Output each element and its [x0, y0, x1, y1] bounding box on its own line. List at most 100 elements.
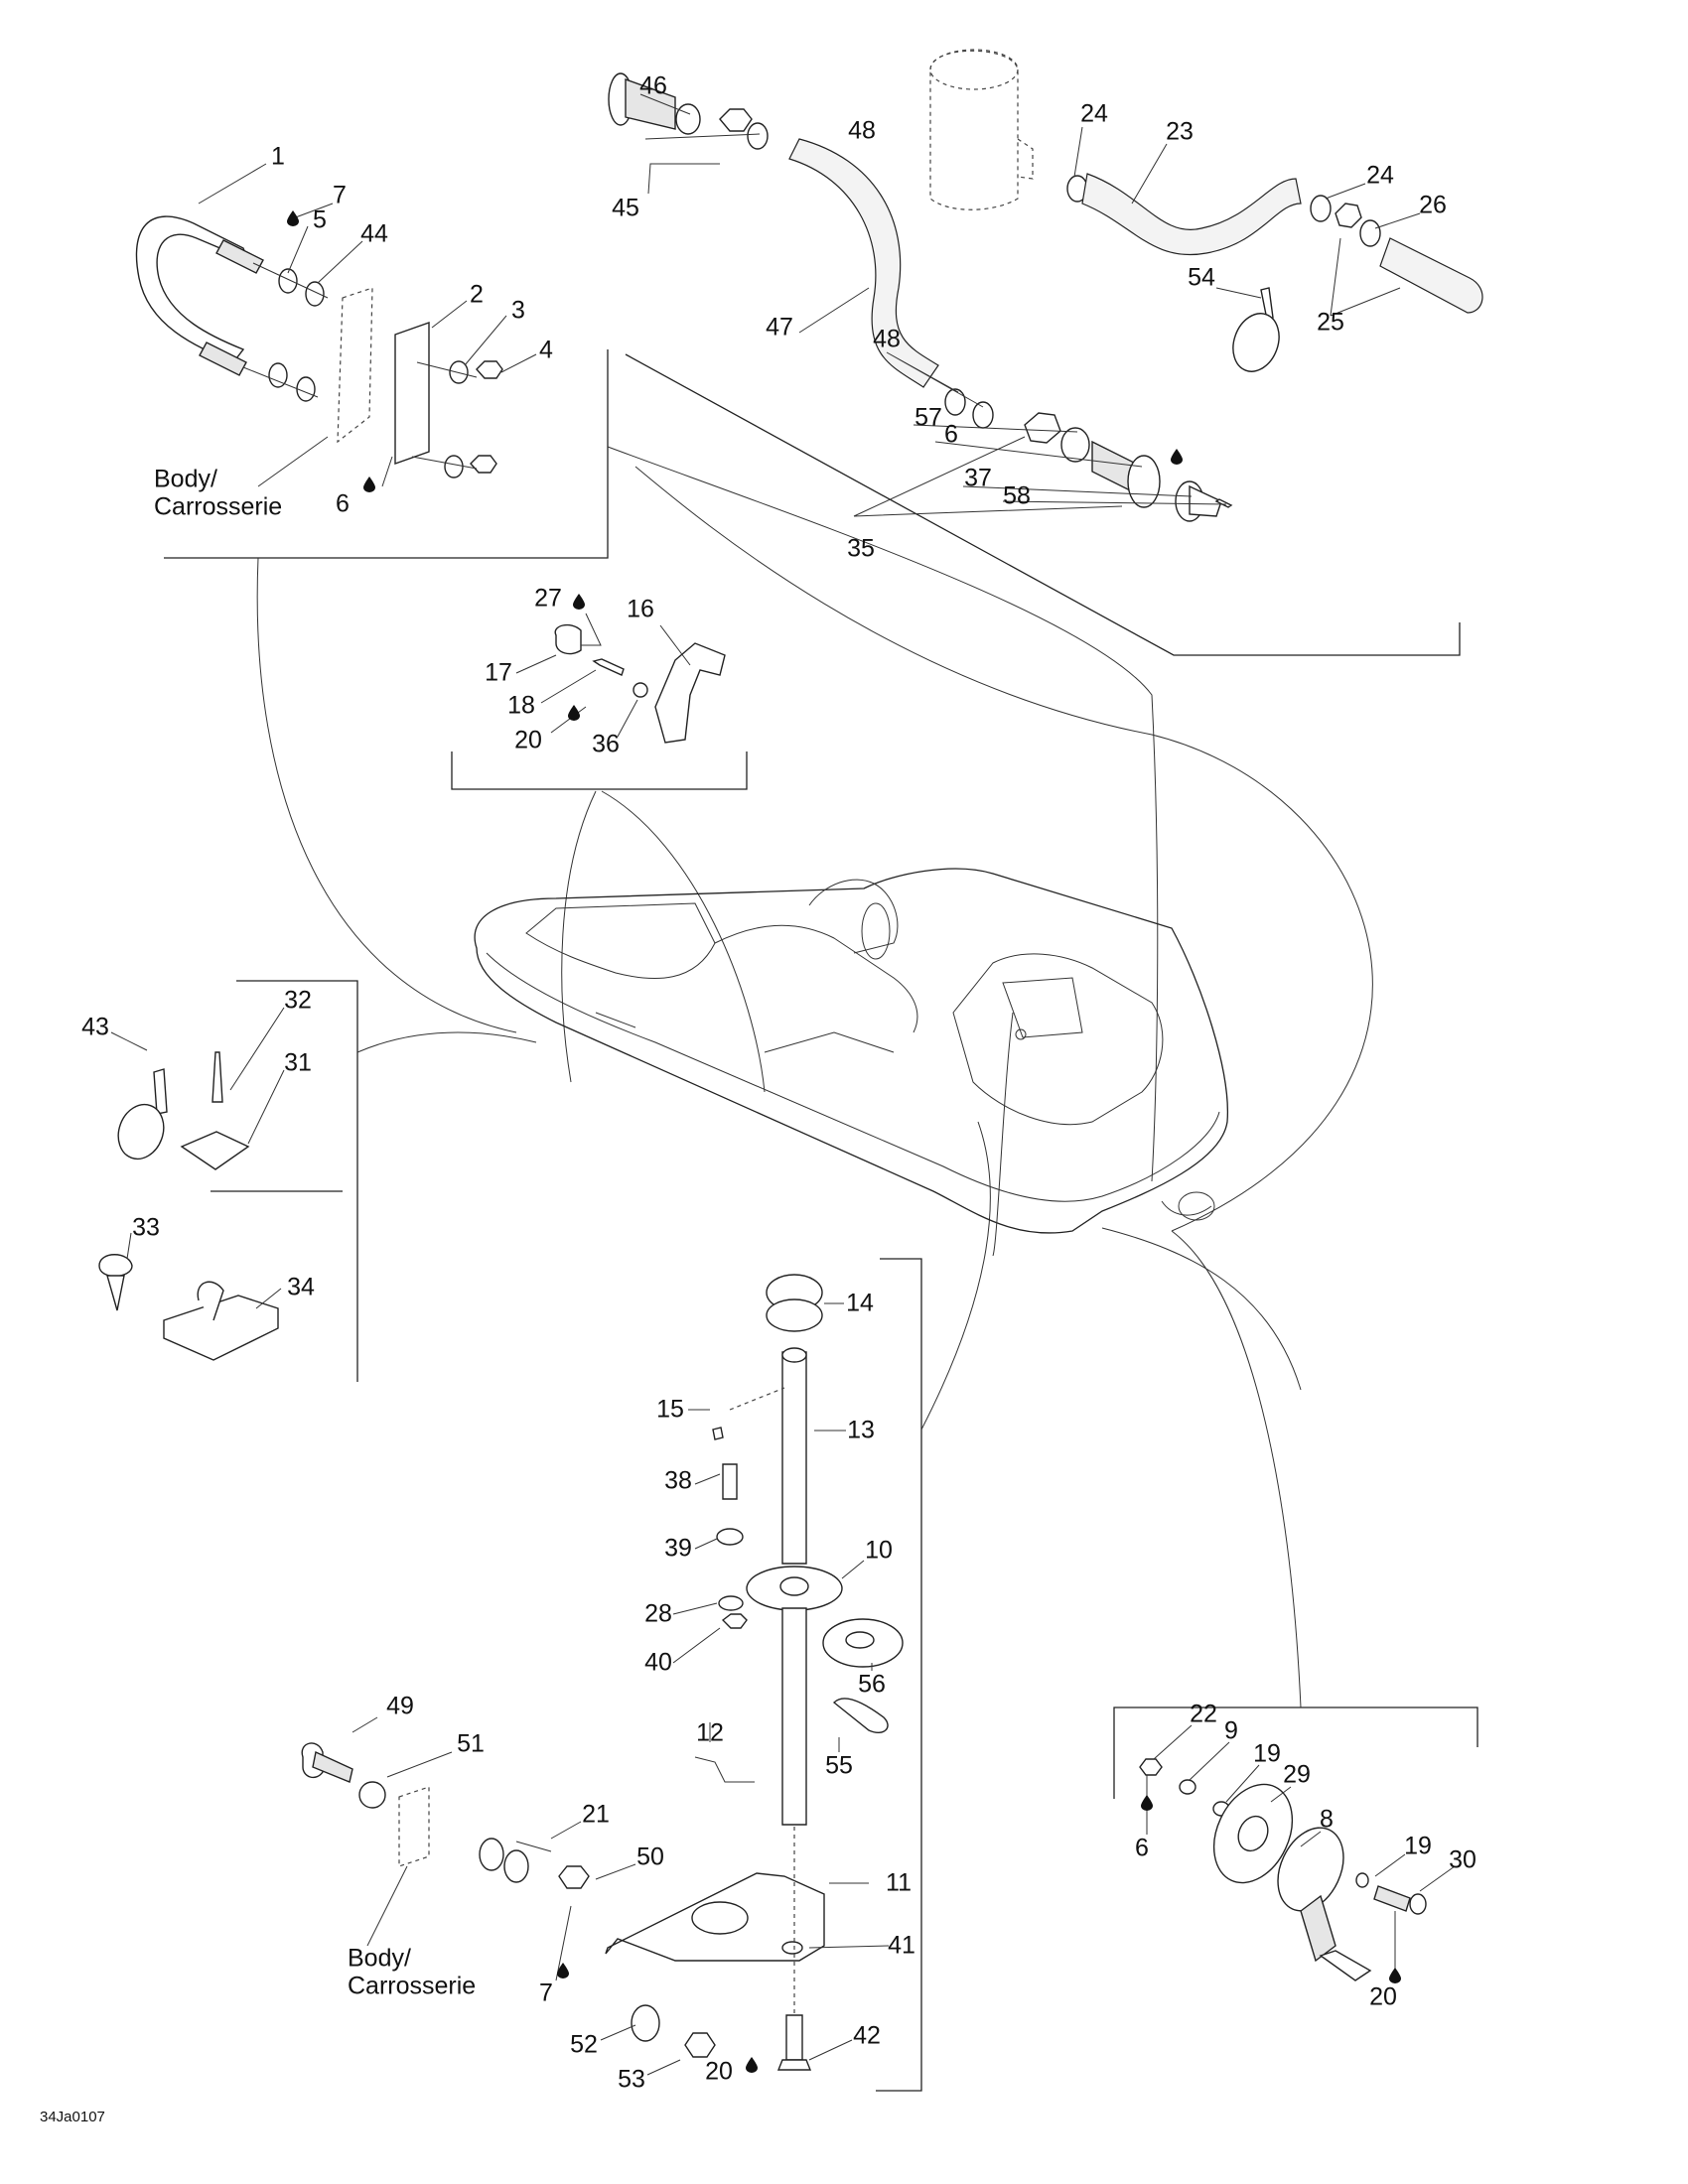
- callout-52: 52: [570, 2030, 598, 2059]
- callout-29: 29: [1283, 1760, 1311, 1789]
- callout-45: 45: [612, 194, 639, 222]
- leaders-fasteners: [110, 1007, 285, 1309]
- droplet-icon: [363, 477, 375, 492]
- boat-hull-illustration: [474, 868, 1229, 1234]
- callout-43: 43: [81, 1013, 109, 1041]
- callout-55: 55: [825, 1751, 853, 1780]
- callout-57: 57: [914, 403, 942, 432]
- callout-58: 58: [1003, 481, 1031, 510]
- callout-30: 30: [1449, 1845, 1477, 1874]
- callout-18: 18: [507, 691, 535, 720]
- callout-6: 6: [336, 489, 350, 518]
- u-bolt-assembly: [135, 215, 503, 478]
- callout-2: 2: [470, 280, 484, 309]
- leaders-hook: [515, 613, 691, 738]
- callout-15: 15: [656, 1395, 684, 1424]
- callout-3: 3: [511, 296, 525, 325]
- hook-assembly: [554, 623, 726, 744]
- callout-34: 34: [287, 1273, 315, 1301]
- leader-lines-boat: [992, 1012, 1302, 1391]
- callout-14: 14: [846, 1289, 874, 1317]
- body-label-bottom: Body/: [348, 1944, 411, 1973]
- callout-9: 9: [1224, 1716, 1238, 1745]
- bilge-hose-assembly: [608, 49, 1483, 522]
- callout-8: 8: [1320, 1805, 1334, 1834]
- callout-42: 42: [853, 2021, 881, 2050]
- callout-27: 27: [534, 584, 562, 613]
- callout-6-hose: 6: [944, 420, 958, 449]
- callout-13: 13: [847, 1416, 875, 1444]
- body-label-bottom-fr: Carrosserie: [348, 1972, 477, 2000]
- callout-36: 36: [592, 730, 620, 758]
- callout-17: 17: [485, 658, 512, 687]
- callout-20: 20: [514, 726, 542, 754]
- callout-53: 53: [618, 2065, 645, 2094]
- callout-32: 32: [284, 986, 312, 1015]
- body-label-top-fr: Carrosserie: [154, 492, 283, 521]
- fasteners-assembly: [98, 1051, 279, 1361]
- droplet-icon: [573, 594, 585, 610]
- group-bracket-tow-eye: [164, 349, 609, 1033]
- callout-22: 22: [1190, 1700, 1217, 1728]
- droplet-icon: [557, 1963, 569, 1979]
- callout-6-drain: 6: [1135, 1834, 1149, 1862]
- group-bracket-steering: [876, 1121, 991, 2092]
- callout-23: 23: [1166, 117, 1194, 146]
- callout-5: 5: [313, 205, 327, 234]
- callout-4: 4: [539, 336, 553, 364]
- callout-19-right: 19: [1404, 1832, 1432, 1860]
- callout-54: 54: [1188, 263, 1215, 292]
- leaders-tow-eye: [198, 163, 537, 487]
- droplet-icon: [287, 210, 299, 226]
- callout-50: 50: [636, 1843, 664, 1871]
- callout-10: 10: [865, 1536, 893, 1565]
- droplet-icon: [1141, 1795, 1153, 1811]
- callout-20-drain: 20: [1369, 1982, 1397, 2011]
- leaders-bilge-hose: [639, 93, 1421, 517]
- body-label-top: Body/: [154, 465, 217, 493]
- callout-40: 40: [644, 1648, 672, 1677]
- steering-column-assembly: [694, 1274, 904, 1826]
- callout-28: 28: [644, 1599, 672, 1628]
- droplet-icon: [1389, 1968, 1401, 1983]
- callout-20-lower: 20: [705, 2057, 733, 2086]
- callout-25: 25: [1317, 308, 1344, 337]
- plate-bracket-assembly: [301, 1742, 825, 2071]
- group-bracket-bilge-hose: [607, 353, 1461, 1182]
- callout-51: 51: [457, 1729, 485, 1758]
- callout-31: 31: [284, 1048, 312, 1077]
- callout-44: 44: [360, 219, 388, 248]
- callout-21: 21: [582, 1800, 610, 1829]
- callout-49: 49: [386, 1692, 414, 1720]
- leaders-steering: [672, 1302, 873, 1752]
- callout-11: 11: [886, 1868, 912, 1897]
- callout-1: 1: [271, 142, 285, 171]
- callout-48: 48: [848, 116, 876, 145]
- callout-24-right: 24: [1366, 161, 1394, 190]
- droplet-icon: [568, 705, 580, 721]
- callout-7-lower: 7: [539, 1979, 553, 2007]
- callout-46: 46: [639, 71, 667, 100]
- callout-37: 37: [964, 464, 992, 492]
- group-bracket-hook: [451, 751, 766, 1093]
- callout-19: 19: [1253, 1739, 1281, 1768]
- callout-7: 7: [333, 181, 347, 209]
- callout-33: 33: [132, 1213, 160, 1242]
- callout-41: 41: [888, 1931, 915, 1960]
- callout-47: 47: [766, 313, 793, 341]
- callout-12: 12: [696, 1718, 724, 1747]
- callout-48-lower: 48: [873, 325, 901, 353]
- callout-38: 38: [664, 1466, 692, 1495]
- leaders-drain-plug: [1146, 1724, 1456, 1971]
- group-bracket-fasteners: [211, 980, 537, 1382]
- leaders-plate-bracket: [352, 1716, 890, 2076]
- droplet-icon: [746, 2057, 758, 2073]
- callout-56: 56: [858, 1670, 886, 1699]
- group-bracket-drain: [634, 466, 1478, 1799]
- callout-16: 16: [627, 595, 654, 623]
- callout-26: 26: [1419, 191, 1447, 219]
- callout-39: 39: [664, 1534, 692, 1563]
- callout-24: 24: [1080, 99, 1108, 128]
- drawing-code: 34Ja0107: [40, 2109, 105, 2125]
